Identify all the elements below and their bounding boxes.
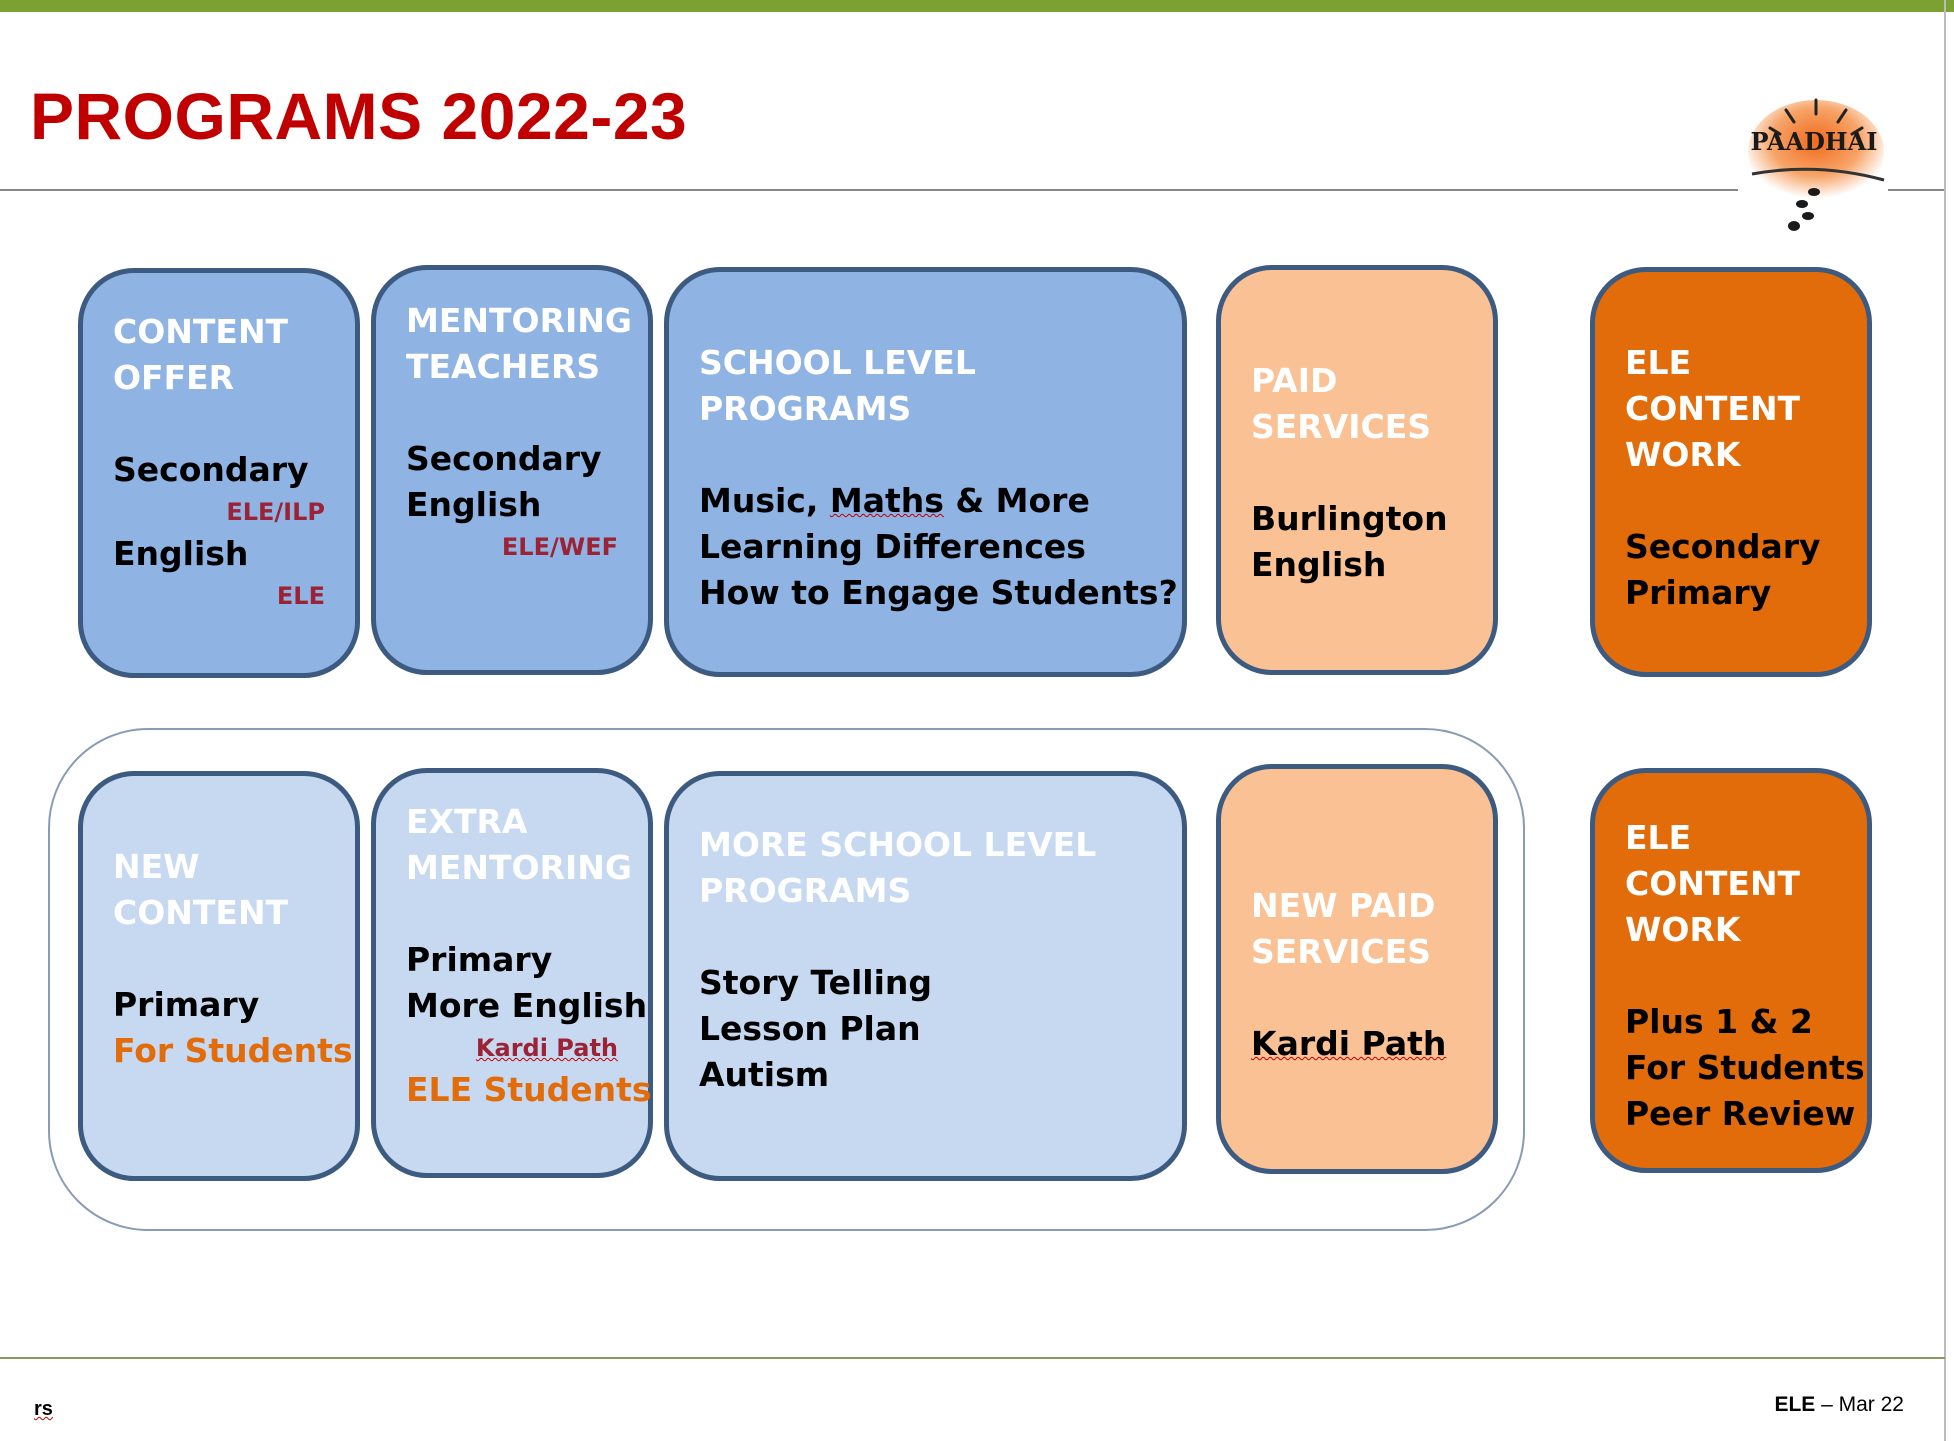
footer-initials: rs — [34, 1398, 53, 1420]
header-divider-right — [1886, 189, 1946, 191]
extra-mentoring-tag-kardi-path: Kardi Path — [475, 1034, 618, 1062]
school-level-item-learning-differences: Learning Differences — [699, 527, 1086, 566]
ele-content-work-1-heading-2: CONTENT — [1625, 389, 1801, 428]
mentoring-teachers-item-english: English — [406, 485, 542, 524]
paid-services-box: PAID SERVICES Burlington English — [1216, 265, 1498, 675]
footer-org: ELE — [1774, 1393, 1816, 1416]
ele-content-work-1-item-primary: Primary — [1625, 573, 1772, 612]
new-paid-services-heading-2: SERVICES — [1251, 932, 1432, 971]
content-offer-tag-ele-ilp: ELE/ILP — [226, 498, 325, 526]
more-school-level-item-lesson-plan: Lesson Plan — [699, 1009, 921, 1048]
extra-mentoring-item-more-english: More English — [406, 986, 648, 1025]
header-divider — [0, 189, 1745, 191]
new-paid-services-heading-1: NEW PAID — [1251, 886, 1436, 925]
more-school-level-item-story-telling: Story Telling — [699, 963, 933, 1002]
school-level-programs-box: SCHOOL LEVEL PROGRAMS Music, Maths & Mor… — [664, 267, 1187, 677]
more-school-level-item-autism: Autism — [699, 1055, 830, 1094]
ele-content-work-2-heading-2: CONTENT — [1625, 864, 1801, 903]
ele-content-work-2-heading-3: WORK — [1625, 910, 1741, 949]
ele-content-work-2-item-for-students: For Students — [1625, 1048, 1865, 1087]
paid-services-heading-2: SERVICES — [1251, 407, 1432, 446]
school-level-item-music-maths: Music, Maths & More — [699, 481, 1090, 520]
paid-services-item-burlington: Burlington — [1251, 499, 1448, 538]
mentoring-teachers-item-secondary: Secondary — [406, 439, 602, 478]
content-offer-box: CONTENT OFFER Secondary ELE/ILP English … — [78, 268, 360, 678]
footer-divider — [0, 1357, 1945, 1359]
paadhai-logo: PAADHAI — [1738, 92, 1888, 240]
content-offer-heading-2: OFFER — [113, 358, 235, 397]
ele-content-work-1-heading-3: WORK — [1625, 435, 1741, 474]
slide-title: PROGRAMS 2022-23 — [30, 79, 688, 153]
ele-content-work-1-item-secondary: Secondary — [1625, 527, 1821, 566]
extra-mentoring-heading-2: MENTORING — [406, 848, 632, 887]
new-programs-group — [48, 728, 1525, 1231]
paid-services-heading-1: PAID — [1251, 361, 1338, 400]
top-accent-bar — [0, 0, 1954, 12]
extra-mentoring-item-ele-students: ELE Students — [406, 1070, 652, 1109]
ele-content-work-2-item-plus-1-2: Plus 1 & 2 — [1625, 1002, 1813, 1041]
extra-mentoring-heading-1: EXTRA — [406, 802, 528, 841]
school-level-heading-2: PROGRAMS — [699, 389, 912, 428]
mentoring-teachers-tag: ELE/WEF — [501, 533, 618, 561]
extra-mentoring-box: EXTRA MENTORING Primary More English Kar… — [371, 768, 653, 1178]
extra-mentoring-item-primary: Primary — [406, 940, 553, 979]
slide-edge — [1944, 0, 1946, 1441]
mentoring-teachers-heading-2: TEACHERS — [406, 347, 601, 386]
ele-content-work-box-2: ELE CONTENT WORK Plus 1 & 2 For Students… — [1590, 768, 1872, 1173]
footer-date-text: – Mar 22 — [1815, 1393, 1904, 1416]
school-level-heading-1: SCHOOL LEVEL — [699, 343, 976, 382]
footer-date: ELE – Mar 22 — [1774, 1393, 1904, 1417]
ele-content-work-1-heading-1: ELE — [1625, 343, 1692, 382]
new-content-item-for-students: For Students — [113, 1031, 353, 1070]
mentoring-teachers-heading-1: MENTORING — [406, 301, 632, 340]
mentoring-teachers-box: MENTORING TEACHERS Secondary English ELE… — [371, 265, 653, 675]
content-offer-item-secondary: Secondary — [113, 450, 309, 489]
paid-services-item-english: English — [1251, 545, 1387, 584]
ele-content-work-2-item-peer-review: Peer Review — [1625, 1094, 1856, 1133]
new-content-heading-1: NEW — [113, 847, 200, 886]
ele-content-work-2-heading-1: ELE — [1625, 818, 1692, 857]
content-offer-item-english: English — [113, 534, 249, 573]
new-content-box: NEW CONTENT Primary For Students — [78, 771, 360, 1181]
more-school-level-heading-2: PROGRAMS — [699, 871, 912, 910]
new-content-heading-2: CONTENT — [113, 893, 289, 932]
logo-text: PAADHAI — [1751, 127, 1878, 156]
more-school-level-heading-1: MORE SCHOOL LEVEL — [699, 825, 1097, 864]
more-school-level-programs-box: MORE SCHOOL LEVEL PROGRAMS Story Telling… — [664, 771, 1187, 1181]
new-content-item-primary: Primary — [113, 985, 260, 1024]
ele-content-work-box-1: ELE CONTENT WORK Secondary Primary — [1590, 267, 1872, 677]
school-level-item-engage-students: How to Engage Students? — [699, 573, 1178, 612]
content-offer-tag-ele: ELE — [276, 582, 325, 610]
content-offer-heading-1: CONTENT — [113, 312, 289, 351]
new-paid-services-item-kardi-path: Kardi Path — [1251, 1024, 1447, 1063]
new-paid-services-box: NEW PAID SERVICES Kardi Path — [1216, 764, 1498, 1174]
